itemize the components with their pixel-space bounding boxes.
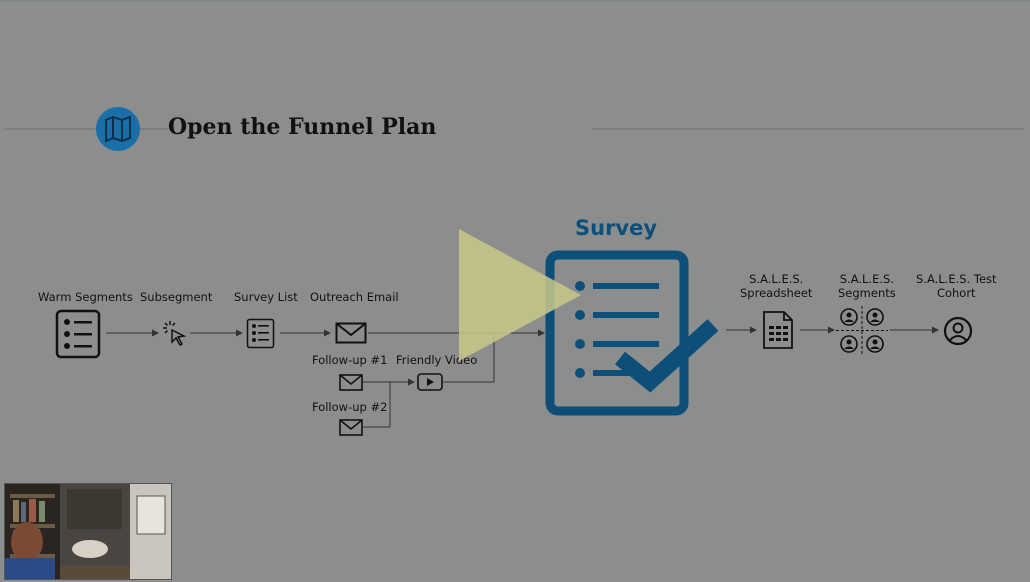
survey-title: Survey [575, 216, 658, 240]
label-sales-spreadsheet-line1: S.A.L.E.S. [749, 272, 804, 286]
presenter-webcam [4, 483, 172, 580]
label-survey-list: Survey List [234, 290, 298, 304]
label-outreach-email: Outreach Email [310, 290, 399, 304]
label-sales-segments-line1: S.A.L.E.S. [839, 272, 894, 286]
label-subsegment: Subsegment [140, 290, 213, 304]
envelope-icon [339, 419, 363, 436]
label-sales-test-cohort-line1: S.A.L.E.S. Test [916, 272, 997, 286]
label-sales-test-cohort: S.A.L.E.S. Test Cohort [916, 272, 997, 300]
checklist-icon [246, 318, 275, 349]
label-sales-segments: S.A.L.E.S. Segments [838, 272, 896, 300]
list-icon [55, 309, 101, 359]
label-follow-up-1: Follow-up #1 [312, 353, 388, 367]
video-play-icon [417, 373, 443, 391]
label-sales-segments-line2: Segments [838, 286, 896, 300]
envelope-icon [335, 322, 367, 344]
label-sales-test-cohort-line2: Cohort [936, 286, 976, 300]
play-button-icon[interactable] [455, 225, 585, 365]
label-sales-spreadsheet-line2: Spreadsheet [740, 286, 813, 300]
label-follow-up-2: Follow-up #2 [312, 400, 388, 414]
survey-clipboard-icon [545, 250, 719, 416]
cursor-click-icon [163, 321, 187, 346]
envelope-icon [339, 374, 363, 391]
user-circle-icon [943, 316, 973, 346]
slide-title: Open the Funnel Plan [168, 114, 437, 140]
label-warm-segments: Warm Segments [38, 290, 133, 304]
label-friendly-video: Friendly Video [396, 353, 478, 367]
segments-icon [836, 306, 888, 356]
webcam-scene [5, 484, 171, 579]
label-sales-spreadsheet: S.A.L.E.S. Spreadsheet [740, 272, 812, 300]
map-icon [96, 107, 140, 151]
spreadsheet-icon [763, 311, 793, 349]
